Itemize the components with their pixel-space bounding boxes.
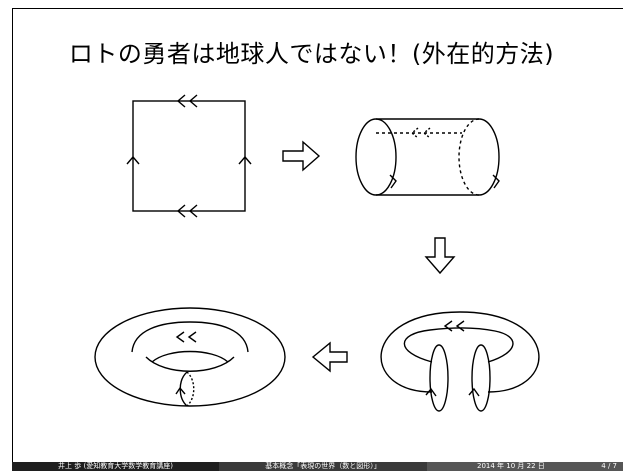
right-single-arrow [238, 155, 252, 165]
cylinder-left-end [355, 118, 397, 196]
torus-hole-lower [145, 356, 235, 372]
hollow-arrow-left-icon [311, 341, 348, 373]
torus-hole-upper [151, 350, 229, 363]
slide-frame [12, 8, 623, 471]
bent-outer-contour [380, 311, 540, 393]
top-double-arrow-2 [188, 94, 198, 108]
torus-outer-contour [94, 307, 286, 407]
bottom-double-arrow-2 [188, 204, 198, 218]
seam-double-arrow-1 [410, 127, 419, 139]
top-double-arrow-1 [176, 94, 186, 108]
bottom-double-arrow-1 [176, 204, 186, 218]
square-figure [126, 94, 252, 218]
torus-meridian-arrow [175, 386, 186, 395]
square-outline [132, 100, 246, 212]
torus-upper-ring [131, 321, 249, 353]
hollow-arrow-right-icon [282, 140, 321, 172]
footer-talk-title: 基本概念「表現の世界（数と図形）」 [219, 462, 427, 471]
cylinder-left-arrow [389, 174, 397, 189]
bent-right-end-arrow [468, 387, 480, 397]
bent-left-end [429, 344, 449, 412]
footer-author: 井上 歩 (愛知教育大学数学教育講座) [12, 462, 219, 471]
bent-double-arrow-2 [455, 320, 465, 332]
bent-cylinder-figure [380, 311, 540, 412]
slide-title: ロトの勇者は地球人ではない！(外在的方法) [68, 40, 555, 68]
left-single-arrow [126, 155, 140, 165]
bent-right-end [471, 344, 491, 412]
cylinder-right-arrow [492, 174, 500, 189]
footer-date: 2014 年 10 月 22 日 [477, 462, 545, 470]
footer-right: 2014 年 10 月 22 日 4 / 7 [427, 462, 623, 471]
torus-double-arrow-1 [175, 331, 185, 343]
cylinder-right-front [478, 118, 500, 196]
bent-left-end-arrow [425, 387, 437, 397]
hollow-arrow-down-icon [424, 237, 456, 275]
torus-figure [94, 307, 286, 407]
footer-bar: 井上 歩 (愛知教育大学数学教育講座) 基本概念「表現の世界（数と図形）」 20… [12, 462, 623, 471]
bent-double-arrow-1 [443, 320, 453, 332]
cylinder-right-back [458, 118, 480, 196]
torus-meridian-back [186, 371, 195, 407]
seam-double-arrow-2 [422, 127, 431, 139]
cylinder-figure [355, 118, 500, 196]
torus-double-arrow-2 [187, 331, 197, 343]
footer-page-number: 4 / 7 [601, 462, 617, 470]
bent-inner-contour [403, 327, 514, 363]
